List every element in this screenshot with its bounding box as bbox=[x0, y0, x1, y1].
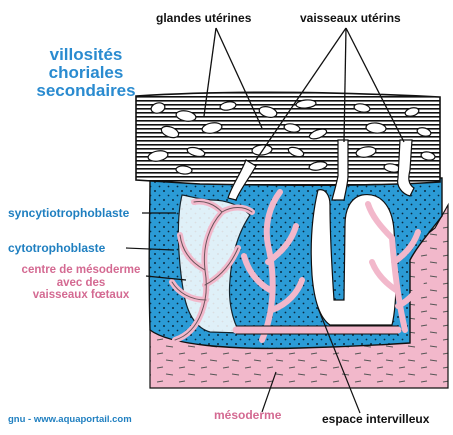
intervillous-space bbox=[311, 190, 396, 325]
label-syncytiotrophoblaste: syncytiotrophoblaste bbox=[8, 207, 129, 219]
title-line-2: choriales bbox=[30, 64, 142, 82]
label-espace-intervilleux: espace intervilleux bbox=[322, 413, 429, 425]
label-centre-mesoderme: centre de mésoderme avec des vaisseaux f… bbox=[8, 264, 154, 302]
diagram-title: villosités choriales secondaires bbox=[30, 46, 142, 100]
title-line-1: villosités bbox=[30, 46, 142, 64]
title-line-3: secondaires bbox=[30, 82, 142, 100]
label-glandes-uterines: glandes utérines bbox=[156, 12, 251, 24]
centre-line-3: vaisseaux fœtaux bbox=[8, 289, 154, 302]
centre-line-1: centre de mésoderme bbox=[8, 264, 154, 277]
label-vaisseaux-uterins: vaisseaux utérins bbox=[300, 12, 401, 24]
label-cytotrophoblaste: cytotrophoblaste bbox=[8, 242, 105, 254]
credit-line: gnu - www.aquaportail.com bbox=[8, 414, 132, 425]
centre-line-2: avec des bbox=[8, 277, 154, 290]
label-mesoderme: mésoderme bbox=[214, 409, 281, 422]
